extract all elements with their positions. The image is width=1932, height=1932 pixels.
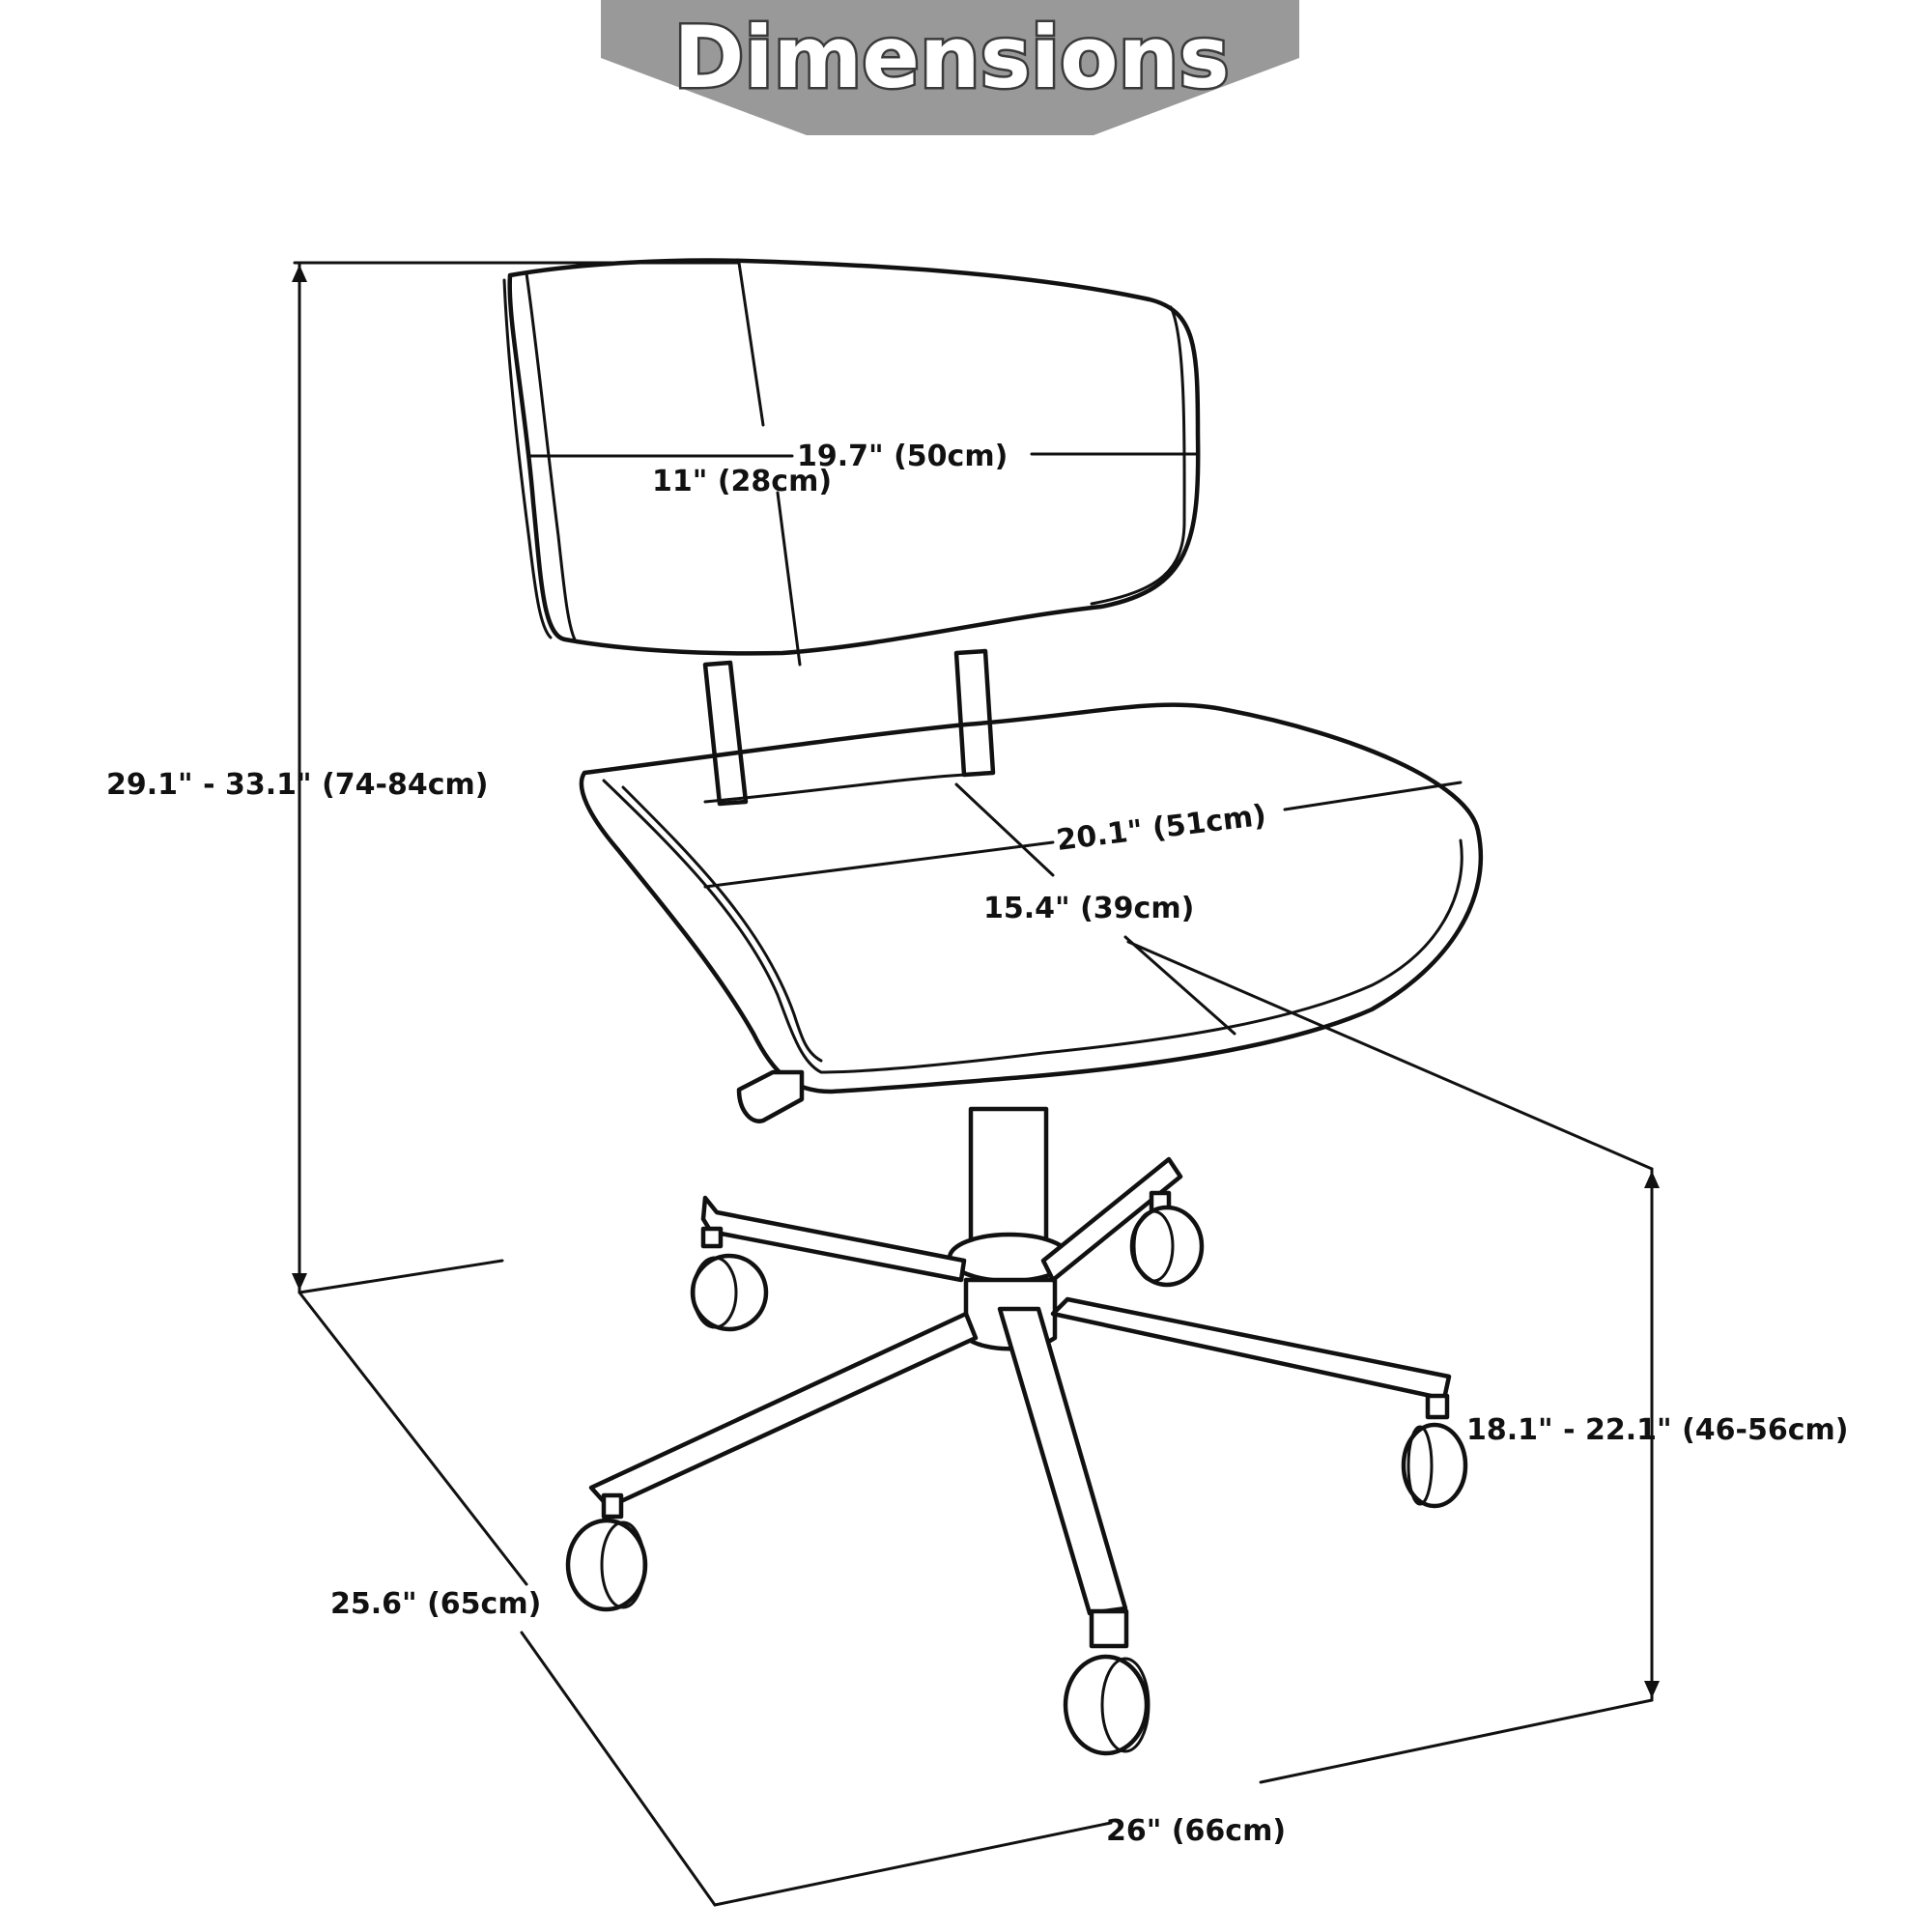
label-back-height: 11" (28cm) [652,465,832,498]
banner-title: Dimensions [673,8,1229,107]
base-width-line-left [713,1821,1113,1907]
base-depth-line-bottom [520,1631,717,1907]
seat-height-extension-top [1126,940,1654,1171]
chair-base [588,1156,1452,1616]
base-width-line-right [1259,1698,1654,1784]
caster-center-front [1063,1608,1151,1756]
banner-shape [601,0,1299,135]
back-height-line-bottom [776,491,802,667]
chair-casters [565,1190,1468,1756]
chair-seat [579,702,1484,1094]
caster-right [1401,1393,1468,1509]
seat-depth-line-bottom [1123,935,1236,1036]
label-seat-depth: 15.4" (39cm) [983,892,1194,925]
seat-width-line-right [1283,781,1463,811]
caster-left-back [690,1226,769,1332]
label-overall-height: 29.1" - 33.1" (74-84cm) [106,768,489,802]
label-seat-height: 18.1" - 22.1" (46-56cm) [1466,1413,1849,1447]
label-base-width: 26" (66cm) [1106,1814,1286,1848]
seat-depth-line-top [954,782,1055,877]
chair-backrest [502,258,1201,656]
base-depth-line-top [298,1291,528,1586]
dimension-lines [293,261,1654,1907]
height-lever [736,1069,805,1123]
seat-width-line-left [703,840,1055,889]
back-height-line-top [737,261,765,427]
label-base-depth: 25.6" (65cm) [330,1587,541,1621]
label-seat-width: 20.1" (51cm) [1055,799,1268,858]
overall-height-extension-bottom [298,1259,504,1294]
dimension-arrowheads [292,265,1660,1698]
caster-left-front [565,1492,648,1612]
back-support-bars [702,648,996,807]
header-banner: Dimensions [601,0,1299,135]
label-back-width: 19.7" (50cm) [797,440,1008,473]
caster-right-back [1129,1190,1205,1288]
